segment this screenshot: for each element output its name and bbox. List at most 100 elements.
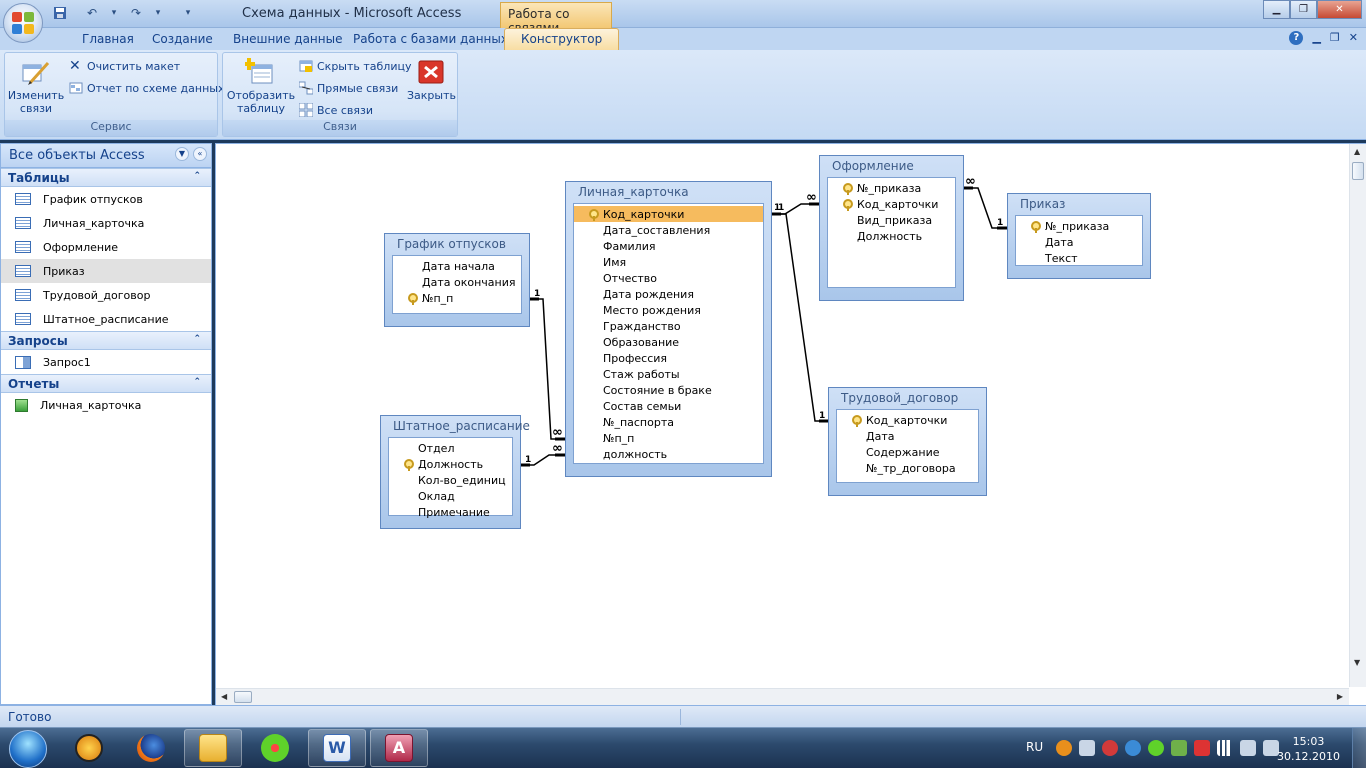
redo-icon[interactable]: ↷ xyxy=(130,6,142,20)
tray-app-icon[interactable] xyxy=(1056,740,1072,756)
tab-external-data[interactable]: Внешние данные xyxy=(233,32,343,46)
nav-item-table[interactable]: Штатное_расписание xyxy=(1,307,211,331)
tray-disc-icon[interactable] xyxy=(1102,740,1118,756)
show-table-button[interactable]: Отобразить таблицу xyxy=(226,57,296,115)
volume-icon[interactable] xyxy=(1079,740,1095,756)
minimize-button[interactable]: ▁ xyxy=(1263,0,1290,19)
table-lichnaya-kartochka[interactable]: Личная_карточка Код_карточки Дата_состав… xyxy=(565,181,772,477)
field-item[interactable]: Образование xyxy=(603,335,680,349)
field-item[interactable]: Место рождения xyxy=(603,303,701,317)
ribbon-restore-icon[interactable]: ❐ xyxy=(1329,31,1340,44)
taskbar-icq[interactable] xyxy=(246,729,304,767)
all-links-button[interactable]: Все связи xyxy=(298,102,373,118)
speaker-icon[interactable] xyxy=(1263,740,1279,756)
key-field-item[interactable]: Код_карточки xyxy=(837,412,978,428)
nav-item-table[interactable]: Приказ xyxy=(1,259,211,283)
maximize-button[interactable]: ❐ xyxy=(1290,0,1317,19)
nav-item-table[interactable]: Личная_карточка xyxy=(1,211,211,235)
key-field-item[interactable]: №п_п xyxy=(393,290,521,306)
key-field-item[interactable]: Код_карточки xyxy=(574,206,763,222)
show-desktop-button[interactable] xyxy=(1352,728,1366,768)
tab-home[interactable]: Главная xyxy=(82,32,134,46)
nav-item-table[interactable]: Трудовой_договор xyxy=(1,283,211,307)
relationships-canvas[interactable]: 1 ∞ 1 ∞ 1 1 ∞ 1 ∞ 1 График отпусков Дата… xyxy=(216,144,1349,687)
nav-item-table[interactable]: Оформление xyxy=(1,235,211,259)
field-item[interactable]: Профессия xyxy=(603,351,668,365)
scroll-right-icon[interactable]: ▶ xyxy=(1336,692,1343,701)
tray-sync-icon[interactable] xyxy=(1125,740,1141,756)
nav-item-report[interactable]: Личная_карточка xyxy=(1,393,211,417)
taskbar-access[interactable]: A xyxy=(370,729,428,767)
field-list[interactable]: №_приказа Дата Текст xyxy=(1015,215,1143,266)
field-item[interactable]: Дата_составления xyxy=(603,223,711,237)
nav-item-query[interactable]: Запрос1 xyxy=(1,350,211,374)
clear-layout-button[interactable]: ✕ Очистить макет xyxy=(69,58,181,74)
customize-qat-icon[interactable]: ▾ xyxy=(185,8,191,18)
direct-links-button[interactable]: Прямые связи xyxy=(298,81,398,95)
table-title[interactable]: Личная_карточка xyxy=(578,185,689,199)
field-item[interactable]: Дата рождения xyxy=(603,287,694,301)
field-item[interactable]: Вид_приказа xyxy=(857,213,933,227)
edit-links-button[interactable]: Изменить связи xyxy=(7,57,65,115)
key-field-item[interactable]: Код_карточки xyxy=(828,196,955,212)
clock[interactable]: 15:03 30.12.2010 xyxy=(1277,734,1340,764)
field-item[interactable]: №_тр_договора xyxy=(866,461,956,475)
field-list[interactable]: Дата начала Дата окончания №п_п xyxy=(392,255,522,314)
tray-update-icon[interactable] xyxy=(1194,740,1210,756)
table-shtatnoe-raspisanie[interactable]: Штатное_расписание Отдел Должность Кол-в… xyxy=(380,415,530,529)
ribbon-close-icon[interactable]: ✕ xyxy=(1348,31,1358,44)
taskbar-word[interactable]: W xyxy=(308,729,366,767)
scroll-thumb[interactable] xyxy=(234,691,252,703)
field-list[interactable]: Код_карточки Дата_составления Фамилия Им… xyxy=(573,203,764,464)
key-field-item[interactable]: №_приказа xyxy=(828,180,955,196)
usb-device-icon[interactable] xyxy=(1240,740,1256,756)
language-indicator[interactable]: RU xyxy=(1026,740,1044,754)
field-item[interactable]: Дата начала xyxy=(422,259,495,273)
taskbar-firefox[interactable] xyxy=(122,729,180,767)
field-item[interactable]: Стаж работы xyxy=(603,367,680,381)
field-item[interactable]: Дата xyxy=(866,429,895,443)
office-button[interactable] xyxy=(3,3,43,43)
field-item[interactable]: Текст xyxy=(1045,251,1078,265)
field-list[interactable]: Код_карточки Дата Содержание №_тр_догово… xyxy=(836,409,979,483)
field-list[interactable]: Отдел Должность Кол-во_единиц Оклад Прим… xyxy=(388,437,513,519)
scroll-up-icon[interactable]: ▲ xyxy=(1354,147,1361,156)
table-trudovoy-dogovor[interactable]: Трудовой_договор Код_карточки Дата Содер… xyxy=(828,387,987,496)
network-signal-icon[interactable] xyxy=(1217,740,1233,756)
field-item[interactable]: Фамилия xyxy=(603,239,656,253)
key-field-item[interactable]: Должность xyxy=(389,456,512,472)
ribbon-minimize-icon[interactable]: ▁ xyxy=(1312,31,1321,44)
field-item[interactable]: №_паспорта xyxy=(603,415,674,429)
field-item[interactable]: №п_п xyxy=(603,431,635,445)
table-title[interactable]: Оформление xyxy=(832,159,914,173)
field-item[interactable]: Кол-во_единиц xyxy=(418,473,506,487)
table-title[interactable]: Приказ xyxy=(1020,197,1066,211)
table-title[interactable]: Трудовой_договор xyxy=(841,391,959,405)
key-field-item[interactable]: №_приказа xyxy=(1016,218,1142,234)
field-item[interactable]: Состояние в браке xyxy=(603,383,712,397)
taskbar-app-1[interactable] xyxy=(60,729,118,767)
field-item[interactable]: Состав семьи xyxy=(603,399,682,413)
field-item[interactable]: должность xyxy=(603,447,668,461)
tab-create[interactable]: Создание xyxy=(152,32,213,46)
field-item[interactable]: Гражданство xyxy=(603,319,681,333)
nav-menu-icon[interactable]: ▼ xyxy=(175,147,189,161)
horizontal-scrollbar[interactable]: ◀ ▶ xyxy=(216,688,1349,705)
nav-group-tables[interactable]: Таблицы⌃ xyxy=(1,168,211,187)
scroll-thumb[interactable] xyxy=(1352,162,1364,180)
nav-item-table[interactable]: График отпусков xyxy=(1,187,211,211)
nav-group-reports[interactable]: Отчеты⌃ xyxy=(1,374,211,393)
field-item[interactable]: Оклад xyxy=(418,489,455,503)
table-oformlenie[interactable]: Оформление №_приказа Код_карточки Вид_пр… xyxy=(819,155,964,301)
icq-tray-icon[interactable] xyxy=(1148,740,1164,756)
table-prikaz[interactable]: Приказ №_приказа Дата Текст xyxy=(1007,193,1151,279)
nav-group-queries[interactable]: Запросы⌃ xyxy=(1,331,211,350)
field-item[interactable]: Примечание xyxy=(418,505,490,519)
table-grafik-otpuskov[interactable]: График отпусков Дата начала Дата окончан… xyxy=(384,233,530,327)
start-button[interactable] xyxy=(2,728,54,768)
close-relationships-button[interactable]: Закрыть xyxy=(407,57,456,102)
field-item[interactable]: Имя xyxy=(603,255,627,269)
field-list[interactable]: №_приказа Код_карточки Вид_приказа Должн… xyxy=(827,177,956,288)
field-item[interactable]: Отчество xyxy=(603,271,658,285)
nav-header[interactable]: Все объекты Access ▼ « xyxy=(1,144,211,168)
